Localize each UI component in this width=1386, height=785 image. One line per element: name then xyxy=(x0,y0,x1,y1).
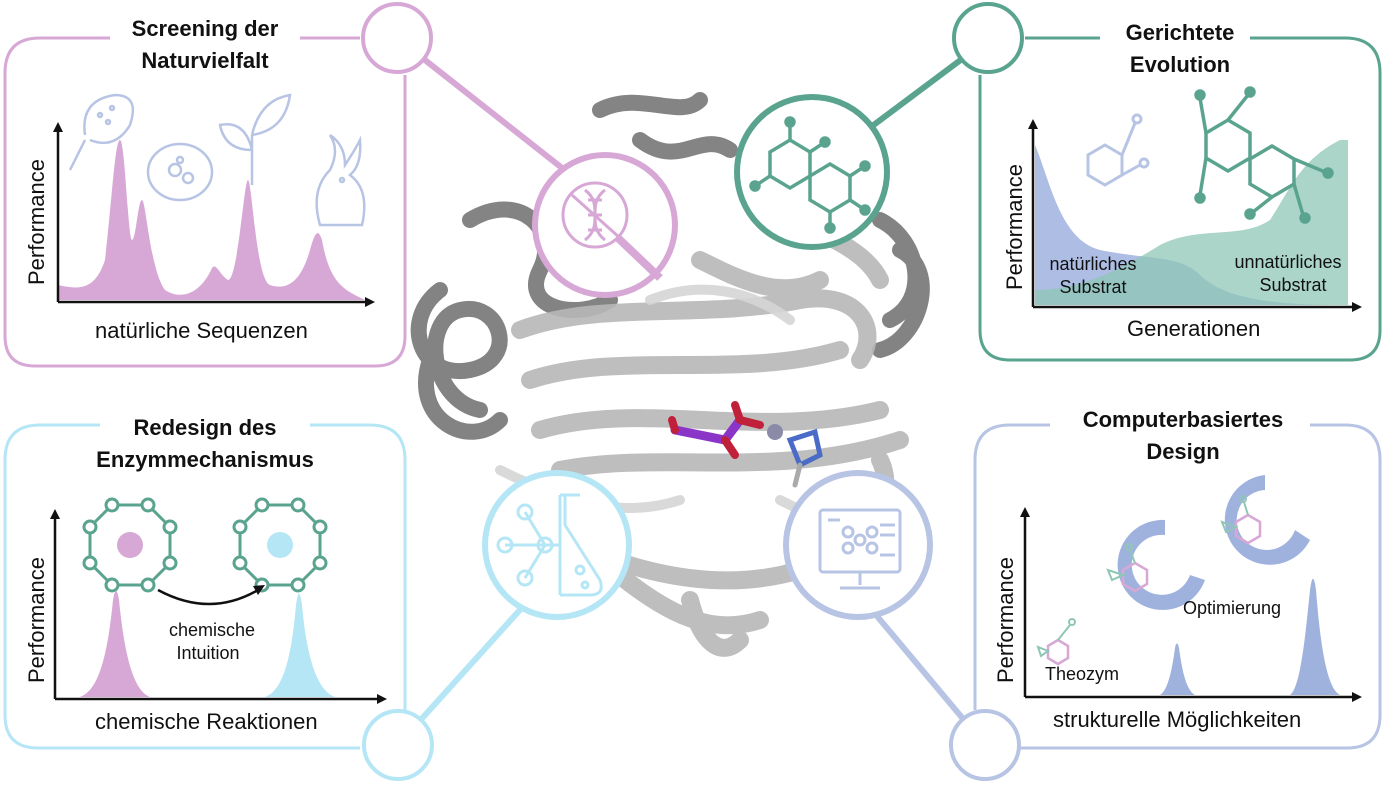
evolution-xlabel: Generationen xyxy=(1127,316,1260,341)
panel-evolution-title-2: Evolution xyxy=(1130,52,1230,77)
center-flask-circle xyxy=(482,470,632,620)
computer-peak-optimized xyxy=(1290,578,1340,695)
screening-chart: Performance natürliche Sequenzen xyxy=(24,122,375,343)
panel-computer: Computerbasiertes Design xyxy=(993,407,1362,732)
panel-redesign: Redesign des Enzymmechanismus chemische … xyxy=(24,415,387,734)
frame-redesign-right xyxy=(310,423,407,710)
computer-label-theozym: Theozym xyxy=(1045,664,1119,684)
macrocycle-icon-left xyxy=(82,497,178,593)
evolution-chart: Performance Generationen natürliches Sub… xyxy=(1002,86,1362,341)
frame-screening xyxy=(3,36,407,368)
cell-icon xyxy=(146,142,214,202)
evolution-area-natural xyxy=(1035,145,1340,305)
molecule-icon xyxy=(749,116,871,234)
corner-circle-redesign xyxy=(362,709,434,781)
bacterium-icon xyxy=(68,93,135,171)
panel-screening-title-2: Naturvielfalt xyxy=(141,48,269,73)
panel-screening: Screening der Naturvielfalt xyxy=(24,16,375,343)
frame-computer-right xyxy=(1020,423,1382,750)
panel-redesign-title-1: Redesign des xyxy=(133,415,276,440)
evolution-label-unnatural-2: Substrat xyxy=(1259,275,1326,295)
ligand xyxy=(668,401,823,488)
corner-circles xyxy=(361,2,1024,781)
large-molecule-icon xyxy=(1194,86,1334,224)
corner-circle-computer xyxy=(949,709,1021,781)
redesign-arrow-label-1: chemische xyxy=(169,620,255,640)
computer-monitor-icon xyxy=(818,508,902,590)
macrocycle-icon-right xyxy=(232,497,328,593)
evolution-ylabel: Performance xyxy=(1002,164,1027,290)
computer-xlabel: strukturelle Möglichkeiten xyxy=(1053,707,1301,732)
evolution-label-unnatural-1: unnatürliches xyxy=(1234,252,1341,272)
computer-label-opt: Optimierung xyxy=(1183,598,1281,618)
computer-chart: Performance strukturelle Möglichkeiten T… xyxy=(993,507,1362,732)
computer-peak-theozym xyxy=(1160,643,1195,695)
panel-redesign-title-2: Enzymmechanismus xyxy=(96,447,314,472)
connector-screening xyxy=(395,35,592,193)
redesign-chart: chemische Intuition Performance chemisch… xyxy=(24,509,387,734)
evolution-label-natural-2: Substrat xyxy=(1059,277,1126,297)
corner-circle-evolution xyxy=(952,2,1024,74)
rabbit-icon xyxy=(315,133,366,227)
evolution-label-natural-1: natürliches xyxy=(1049,254,1136,274)
binding-pocket-icons xyxy=(1036,475,1310,666)
computer-ylabel: Performance xyxy=(993,557,1018,683)
panel-evolution: Gerichtete Evolution Performance Generat… xyxy=(1002,20,1362,341)
panel-evolution-title-1: Gerichtete xyxy=(1126,20,1235,45)
frame-computer xyxy=(973,423,1050,710)
panel-computer-title-1: Computerbasiertes xyxy=(1083,407,1284,432)
redesign-peak-left xyxy=(80,591,150,697)
center-dna-circle xyxy=(532,152,678,298)
screening-ylabel: Performance xyxy=(24,159,49,285)
intuition-arrow xyxy=(157,588,259,606)
panel-computer-title-2: Design xyxy=(1146,439,1219,464)
redesign-ylabel: Performance xyxy=(24,557,49,683)
center-molecule-circle xyxy=(734,94,890,250)
screening-xlabel: natürliche Sequenzen xyxy=(95,318,308,343)
frame-redesign xyxy=(3,423,360,750)
redesign-arrow-label-2: Intuition xyxy=(176,643,239,663)
frame-evolution xyxy=(978,36,1382,362)
redesign-xlabel: chemische Reaktionen xyxy=(95,709,318,734)
center-computer-circle xyxy=(783,470,933,620)
plant-icon xyxy=(218,93,292,185)
evolution-area-unnatural xyxy=(1035,140,1348,305)
panel-screening-title-1: Screening der xyxy=(132,16,279,41)
redesign-peak-right xyxy=(265,593,335,697)
screening-peaks xyxy=(58,140,365,300)
corner-circle-screening xyxy=(361,2,433,74)
flask-network-icon xyxy=(496,493,603,597)
panel-frames xyxy=(3,36,1382,750)
dna-magnifier-icon xyxy=(561,181,663,281)
small-molecule-icon xyxy=(1086,113,1150,187)
